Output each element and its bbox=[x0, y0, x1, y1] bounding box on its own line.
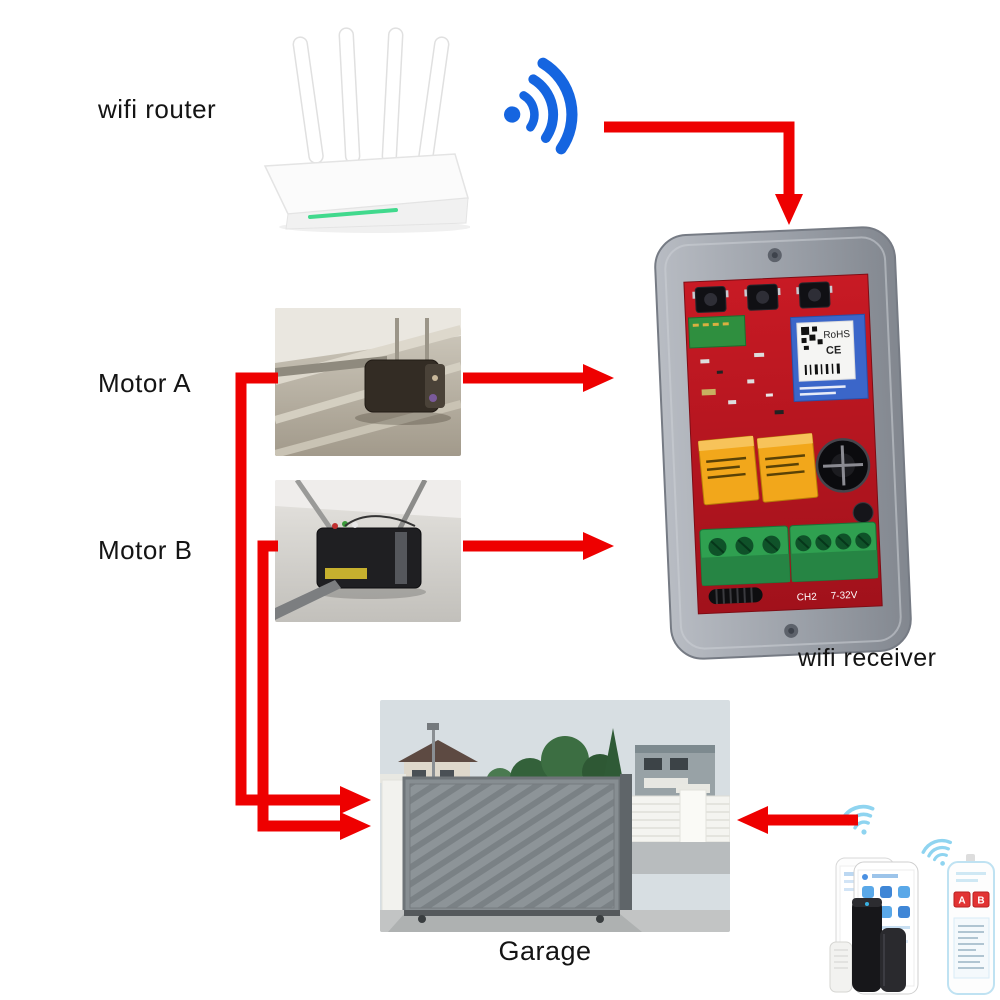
router-body bbox=[263, 153, 470, 233]
motor-a-image bbox=[275, 308, 461, 456]
wifi-receiver-illustration: RoHS CE bbox=[649, 223, 918, 663]
pcb-sub-board bbox=[687, 315, 747, 349]
smd-components bbox=[700, 352, 784, 415]
motor-b-opener-unit bbox=[314, 515, 426, 599]
remote-wifi-icon bbox=[921, 838, 952, 866]
remote-button-b: B bbox=[972, 891, 990, 908]
phone-wifi-icon bbox=[840, 804, 875, 835]
relay-2 bbox=[756, 432, 819, 503]
ground bbox=[380, 910, 730, 932]
pcb-button-2 bbox=[744, 283, 781, 311]
arrow-router-to-receiver bbox=[604, 121, 803, 225]
power-text: 7-32V bbox=[831, 590, 858, 602]
relay-1 bbox=[697, 435, 760, 506]
pcb-wifi-module: RoHS CE bbox=[790, 313, 869, 402]
rf-remote: A B bbox=[947, 854, 995, 995]
motor-a-opener-unit bbox=[355, 359, 451, 425]
antenna-coil bbox=[708, 587, 763, 605]
receiver-pcb: RoHS CE bbox=[683, 273, 883, 615]
control-devices: A B bbox=[828, 800, 1000, 1000]
router-led-strip bbox=[308, 208, 398, 219]
wifi-router-label: wifi router bbox=[98, 94, 217, 124]
motor-b-label: Motor B bbox=[98, 535, 193, 565]
capacitor-small bbox=[852, 502, 874, 524]
ce-text: CE bbox=[826, 344, 842, 357]
terminal-block-left bbox=[699, 525, 791, 587]
svg-text:A: A bbox=[958, 896, 965, 907]
wifi-router-illustration bbox=[210, 18, 470, 233]
garage-image bbox=[380, 700, 730, 932]
motor-a-label: Motor A bbox=[98, 368, 192, 398]
router-antennas bbox=[292, 27, 450, 164]
garage-label: Garage bbox=[498, 936, 592, 966]
pcb-button-3 bbox=[796, 281, 833, 309]
rohs-text: RoHS bbox=[823, 329, 850, 341]
ch2-text: CH2 bbox=[797, 592, 818, 604]
lamp-post bbox=[427, 723, 439, 790]
smart-speakers bbox=[829, 898, 906, 993]
remote-button-a: A bbox=[953, 891, 971, 908]
fence-wall bbox=[380, 774, 730, 917]
sliding-gate bbox=[402, 774, 632, 916]
terminal-block-right bbox=[789, 521, 879, 583]
wifi-receiver-label: wifi receiver bbox=[798, 644, 937, 672]
motor-b-image bbox=[275, 480, 461, 622]
opener-rail bbox=[275, 356, 387, 377]
wifi-signal-icon bbox=[495, 52, 615, 177]
qr-code bbox=[800, 326, 823, 350]
pcb-button-1 bbox=[692, 286, 729, 314]
svg-text:B: B bbox=[977, 896, 984, 907]
capacitor-large bbox=[815, 438, 871, 493]
